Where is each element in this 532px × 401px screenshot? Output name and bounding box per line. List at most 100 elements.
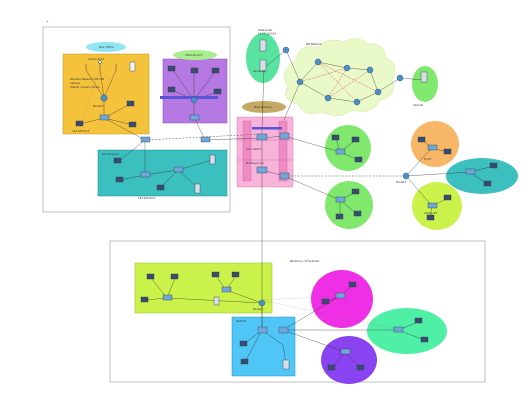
pc-icon[interactable] bbox=[351, 188, 360, 195]
laptop-icon[interactable] bbox=[483, 180, 492, 187]
router-icon[interactable] bbox=[402, 172, 410, 180]
laptop-icon[interactable] bbox=[327, 364, 336, 371]
router-icon[interactable] bbox=[343, 64, 351, 72]
switch-icons[interactable] bbox=[99, 114, 476, 355]
pc-icon[interactable] bbox=[170, 273, 179, 280]
device-labels: Wireless Network 192.168 Laptops Tablets… bbox=[70, 57, 437, 323]
pc-icon[interactable] bbox=[115, 176, 124, 183]
bottom-switch-label: Switch0 bbox=[236, 319, 247, 323]
pc-icon[interactable] bbox=[353, 210, 362, 217]
switch-icon[interactable] bbox=[279, 172, 290, 180]
server-label: Server-PT bbox=[253, 69, 266, 73]
multilayer-switch-icon[interactable] bbox=[256, 166, 268, 174]
laptop-icon[interactable] bbox=[321, 298, 330, 305]
server-icon[interactable] bbox=[213, 296, 220, 306]
switch-icon[interactable] bbox=[162, 294, 173, 301]
pc-icon[interactable] bbox=[146, 273, 155, 280]
laptop-icon[interactable] bbox=[351, 136, 360, 143]
server-icon[interactable] bbox=[129, 61, 136, 72]
isp-cloud bbox=[284, 38, 396, 116]
teal-subnet bbox=[446, 158, 518, 194]
laptop-icon[interactable] bbox=[426, 214, 435, 221]
switch-icon[interactable] bbox=[278, 326, 289, 334]
laptop-icon[interactable] bbox=[414, 317, 423, 324]
green-subnet-a bbox=[325, 125, 371, 171]
pc-icon[interactable] bbox=[167, 86, 176, 93]
laptop-icon[interactable] bbox=[126, 100, 135, 107]
switch-icon[interactable] bbox=[140, 171, 151, 178]
switch-icon[interactable] bbox=[221, 286, 232, 293]
router-icon[interactable] bbox=[296, 78, 304, 86]
office-branch-label-bubble bbox=[173, 50, 217, 60]
purple-zone-bus bbox=[160, 96, 218, 99]
router-icon[interactable] bbox=[190, 96, 198, 104]
switch-icon[interactable] bbox=[140, 136, 151, 143]
wireless-devices[interactable] bbox=[85, 60, 117, 71]
pink-zone-bus bbox=[252, 127, 282, 130]
pc-icon[interactable] bbox=[167, 65, 176, 72]
server-icon[interactable] bbox=[282, 359, 290, 370]
switch-icon[interactable] bbox=[99, 114, 110, 121]
laptop-icon[interactable] bbox=[354, 156, 363, 163]
server-icon[interactable] bbox=[194, 183, 201, 194]
laptop-icon[interactable] bbox=[331, 134, 340, 141]
switch-icon[interactable] bbox=[427, 202, 438, 209]
laptop-icon[interactable] bbox=[489, 162, 498, 169]
internet-label: Internet bbox=[413, 103, 423, 107]
router-icon[interactable] bbox=[314, 58, 322, 66]
router-icon[interactable] bbox=[324, 94, 332, 102]
pc-icon[interactable] bbox=[443, 148, 452, 155]
switch-icon[interactable] bbox=[393, 326, 404, 333]
laptop-icon[interactable] bbox=[443, 194, 452, 201]
switch-icon[interactable] bbox=[335, 148, 346, 155]
server-icons[interactable] bbox=[129, 39, 428, 370]
switch-icon[interactable] bbox=[257, 326, 268, 334]
switch-icon[interactable] bbox=[335, 292, 346, 299]
pc-icon[interactable] bbox=[113, 157, 122, 164]
switch-icon[interactable] bbox=[279, 132, 290, 140]
pc-icon[interactable] bbox=[190, 67, 199, 74]
router-icon[interactable] bbox=[396, 74, 404, 82]
pc-icon[interactable] bbox=[231, 271, 240, 278]
pc-icon[interactable] bbox=[156, 184, 165, 191]
switch-icon[interactable] bbox=[173, 166, 184, 173]
pc-icon[interactable] bbox=[75, 120, 84, 127]
pc-icon[interactable] bbox=[335, 213, 344, 220]
switch-icon[interactable] bbox=[189, 114, 200, 121]
pc-icon[interactable] bbox=[211, 67, 220, 74]
orange-subnet bbox=[411, 121, 459, 167]
router-icon[interactable] bbox=[366, 66, 374, 74]
pc-icon[interactable] bbox=[140, 296, 149, 303]
main-office-net: 192.168.10.0 bbox=[72, 129, 90, 133]
router-icon[interactable] bbox=[258, 299, 266, 307]
laptop-icon[interactable] bbox=[348, 281, 357, 288]
pink-rack-b bbox=[278, 120, 288, 182]
switch-icon[interactable] bbox=[340, 348, 351, 355]
switch-icon[interactable] bbox=[335, 196, 346, 203]
laptop-icon[interactable] bbox=[420, 336, 429, 343]
pc-icon[interactable] bbox=[240, 358, 249, 365]
pc-icons[interactable] bbox=[75, 65, 498, 371]
server-icon[interactable] bbox=[420, 71, 428, 83]
violet-subnet bbox=[321, 336, 377, 384]
pc-icon[interactable] bbox=[128, 121, 137, 128]
switch-icon[interactable] bbox=[200, 136, 211, 143]
pc-icon[interactable] bbox=[417, 136, 426, 143]
server-icon[interactable] bbox=[259, 39, 267, 52]
router-icon[interactable] bbox=[374, 88, 382, 96]
server-icon[interactable] bbox=[259, 59, 267, 72]
switch-icon[interactable] bbox=[427, 144, 438, 151]
server-room-net: 192.168.30.0 bbox=[138, 196, 156, 200]
router-icon[interactable] bbox=[282, 46, 290, 54]
router-icon[interactable] bbox=[100, 94, 108, 102]
laptop-icon[interactable] bbox=[356, 364, 365, 371]
pc-icon[interactable] bbox=[211, 271, 220, 278]
pc-icon[interactable] bbox=[213, 88, 222, 95]
multilayer-switch-icon[interactable] bbox=[256, 133, 268, 141]
server-icon[interactable] bbox=[209, 154, 216, 165]
switch-icon[interactable] bbox=[465, 168, 476, 175]
router-icons[interactable] bbox=[100, 46, 410, 307]
pc-icon[interactable] bbox=[239, 340, 248, 347]
router-icon[interactable] bbox=[353, 98, 361, 106]
